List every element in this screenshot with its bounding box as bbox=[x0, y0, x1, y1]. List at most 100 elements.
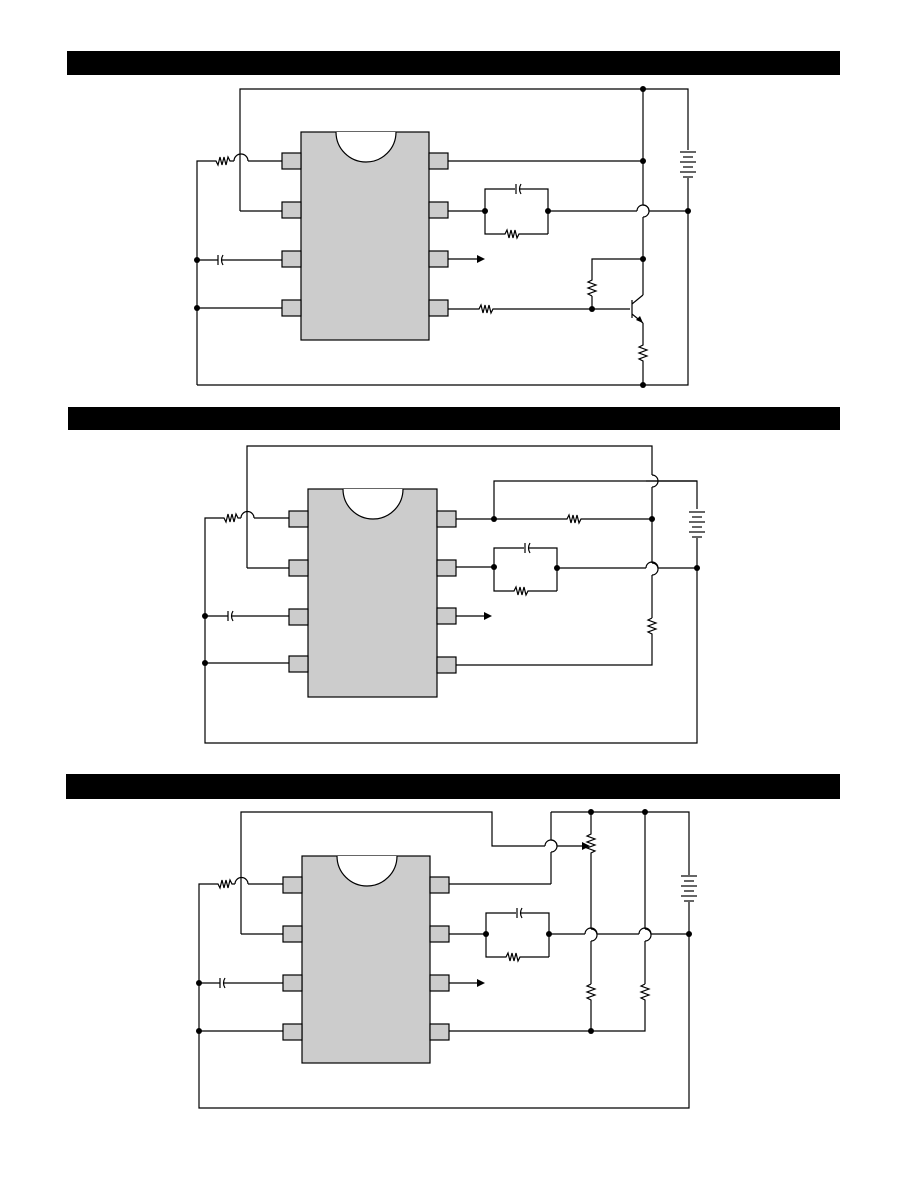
wire bbox=[521, 912, 550, 957]
wire bbox=[584, 927, 598, 935]
junction-dot bbox=[642, 809, 648, 815]
ic-pin-3 bbox=[288, 608, 309, 626]
capacitor-icon bbox=[222, 977, 226, 989]
junction-dot bbox=[483, 931, 489, 937]
capacitor-icon bbox=[220, 254, 224, 266]
junction-dot bbox=[640, 158, 646, 164]
junction-dot bbox=[546, 931, 552, 937]
ic-pin-6 bbox=[429, 974, 450, 992]
resistor-icon bbox=[485, 934, 549, 963]
wire bbox=[234, 876, 249, 885]
panel-1-header-bar bbox=[67, 51, 840, 75]
wire bbox=[636, 204, 650, 212]
junction-dot bbox=[640, 256, 646, 262]
resistor-icon bbox=[637, 323, 649, 385]
wire bbox=[485, 912, 516, 934]
resistor-icon bbox=[591, 983, 651, 1032]
junction-dot bbox=[196, 980, 202, 986]
ic-pin-6 bbox=[428, 250, 449, 268]
ic-pin-8 bbox=[436, 510, 457, 528]
capacitor-icon bbox=[230, 610, 234, 622]
junction-dot bbox=[649, 516, 655, 522]
battery-icon bbox=[680, 151, 696, 178]
junction-dot bbox=[685, 208, 691, 214]
capacitor-icon bbox=[518, 183, 522, 195]
resistor-icon bbox=[585, 983, 597, 1031]
battery-icon bbox=[681, 875, 697, 902]
ic-chip bbox=[300, 131, 430, 341]
junction-dot bbox=[196, 1028, 202, 1034]
output-arrow-icon bbox=[477, 979, 485, 987]
junction-dot bbox=[545, 208, 551, 214]
wire bbox=[239, 88, 689, 211]
ic-pin-7 bbox=[429, 925, 450, 943]
ic-pin-2 bbox=[288, 559, 309, 577]
wire bbox=[544, 839, 558, 847]
resistor-icon bbox=[196, 155, 234, 385]
junction-dot bbox=[640, 382, 646, 388]
ic-pin-1 bbox=[288, 510, 309, 528]
circuit-diagram-3 bbox=[196, 809, 697, 1109]
transistor-icon bbox=[631, 294, 644, 324]
wire bbox=[646, 480, 698, 509]
junction-dot bbox=[194, 305, 200, 311]
wire bbox=[644, 928, 652, 942]
junction-dot bbox=[491, 564, 497, 570]
wire bbox=[550, 839, 558, 853]
ic-pin-3 bbox=[281, 250, 302, 268]
ic-pin-5 bbox=[436, 656, 457, 674]
wire bbox=[590, 928, 598, 942]
junction-dot bbox=[194, 257, 200, 263]
junction-dot bbox=[640, 86, 646, 92]
panel-2-header-bar bbox=[68, 407, 840, 430]
output-arrow-icon bbox=[484, 612, 492, 620]
circuit-diagram-2 bbox=[202, 445, 705, 744]
ic-chip bbox=[301, 855, 431, 1064]
wire bbox=[651, 562, 659, 576]
battery-icon bbox=[689, 511, 705, 538]
ic-pin-8 bbox=[429, 876, 450, 894]
output-arrow-icon bbox=[477, 255, 485, 263]
junction-dot bbox=[202, 613, 208, 619]
ic-notch bbox=[342, 488, 404, 520]
resistor-icon bbox=[493, 567, 557, 597]
capacitor-icon bbox=[519, 907, 523, 919]
wire bbox=[246, 445, 653, 568]
ic-pin-7 bbox=[428, 201, 449, 219]
resistor-icon bbox=[204, 512, 698, 744]
ic-pin-6 bbox=[436, 607, 457, 625]
ic-pin-2 bbox=[281, 201, 302, 219]
potentiometer-icon bbox=[582, 842, 590, 850]
capacitor-icon bbox=[527, 542, 531, 554]
junction-dot bbox=[554, 565, 560, 571]
wire bbox=[484, 188, 515, 211]
junction-dot bbox=[589, 306, 595, 312]
wire bbox=[642, 204, 650, 218]
ic-notch bbox=[335, 131, 397, 163]
wire bbox=[520, 188, 549, 234]
resistor-icon bbox=[456, 617, 658, 666]
wire bbox=[645, 561, 659, 569]
ic-notch bbox=[336, 855, 398, 887]
wire bbox=[233, 153, 249, 162]
resistor-icon bbox=[456, 513, 652, 525]
ic-pin-2 bbox=[282, 925, 303, 943]
resistor-icon bbox=[198, 878, 690, 1109]
junction-dot bbox=[588, 809, 594, 815]
junction-dot bbox=[588, 1028, 594, 1034]
ic-pin-1 bbox=[281, 152, 302, 170]
wire bbox=[493, 480, 646, 519]
wire bbox=[529, 547, 558, 591]
junction-dot bbox=[202, 660, 208, 666]
resistor-icon bbox=[586, 258, 643, 297]
ic-pin-4 bbox=[288, 655, 309, 673]
junction-dot bbox=[491, 516, 497, 522]
wire bbox=[638, 927, 652, 935]
ic-pin-5 bbox=[428, 299, 449, 317]
resistor-icon bbox=[448, 303, 630, 315]
wire bbox=[197, 178, 689, 386]
ic-pin-1 bbox=[282, 876, 303, 894]
wire bbox=[493, 547, 524, 567]
wire bbox=[240, 510, 255, 519]
resistor-icon bbox=[484, 211, 548, 240]
